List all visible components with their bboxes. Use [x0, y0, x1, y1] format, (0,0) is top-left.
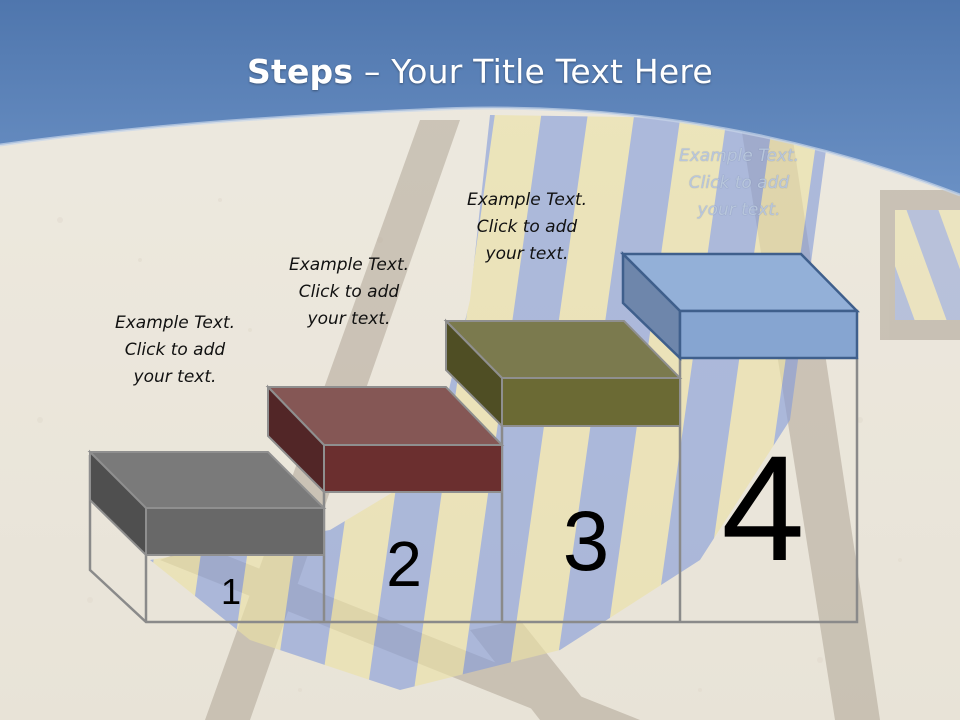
step-4-caption-line-1: Example Text. — [678, 146, 800, 166]
step-3-caption[interactable]: Example Text. Click to add your text. — [432, 187, 622, 268]
step-3-caption-line-3: your text. — [485, 244, 569, 264]
title-rest-text: – Your Title Text Here — [353, 52, 713, 91]
step-1-caption-line-3: your text. — [133, 367, 217, 387]
step-2-caption-line-2: Click to add — [298, 282, 400, 302]
step-2-number[interactable]: 2 — [386, 528, 422, 600]
step-3-front-face — [501, 377, 681, 427]
step-1-number[interactable]: 1 — [221, 571, 241, 612]
step-3-caption-line-2: Click to add — [476, 217, 578, 237]
step-4-number[interactable]: 4 — [721, 424, 804, 592]
step-3-number[interactable]: 3 — [563, 494, 610, 588]
step-2-caption[interactable]: Example Text. Click to add your text. — [254, 252, 444, 333]
step-1-caption-line-1: Example Text. — [114, 313, 236, 333]
step-2-caption-line-1: Example Text. — [288, 255, 410, 275]
step-1-caption[interactable]: Example Text. Click to add your text. — [80, 310, 270, 391]
step-4-caption[interactable]: Example Text. Click to add your text. — [644, 143, 834, 224]
step-3-block[interactable] — [443, 318, 683, 429]
step-4-block[interactable] — [619, 250, 860, 361]
slide-title[interactable]: Steps – Your Title Text Here — [0, 52, 960, 91]
step-4-caption-line-2: Click to add — [688, 173, 790, 193]
step-2-front-face — [323, 444, 503, 493]
title-bold-text: Steps — [247, 52, 354, 91]
step-1-front-face — [145, 507, 325, 556]
step-2-block[interactable] — [265, 384, 505, 495]
step-4-caption-line-3: your text. — [697, 200, 781, 220]
step-1-block[interactable] — [87, 449, 327, 558]
step-1-caption-line-2: Click to add — [124, 340, 226, 360]
step-2-caption-line-3: your text. — [307, 309, 391, 329]
step-3-caption-line-1: Example Text. — [466, 190, 588, 210]
step-4-front-face — [678, 309, 859, 360]
